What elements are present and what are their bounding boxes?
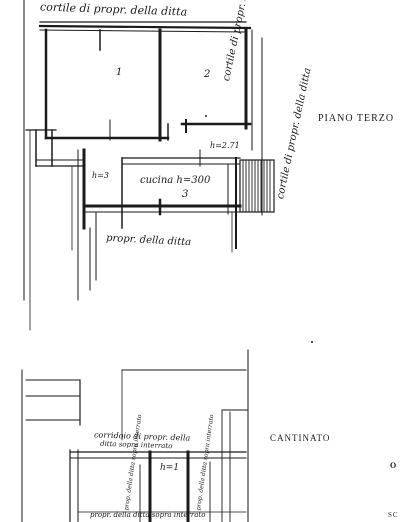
kitchen-label: cucina h=300 (140, 175, 211, 186)
height-note-b: h=3 (92, 171, 109, 180)
room-number-2: 2 (204, 69, 211, 80)
cellar-note: h=1 (160, 463, 180, 473)
edge-mark-a: O (390, 461, 398, 470)
lower-bottom-label: propr. della ditta sopra interrato (90, 511, 206, 519)
room-number-1: 1 (116, 67, 123, 78)
floor-label-cantinato: CANTINATO (270, 433, 331, 443)
room-number-3: 3 (182, 189, 189, 200)
height-note-a: h=2.71 (210, 141, 240, 150)
edge-mark-b: SC (388, 511, 399, 519)
hatched-stair-block (239, 159, 275, 213)
floor-label-piano-terzo: PIANO TERZO (318, 113, 395, 124)
